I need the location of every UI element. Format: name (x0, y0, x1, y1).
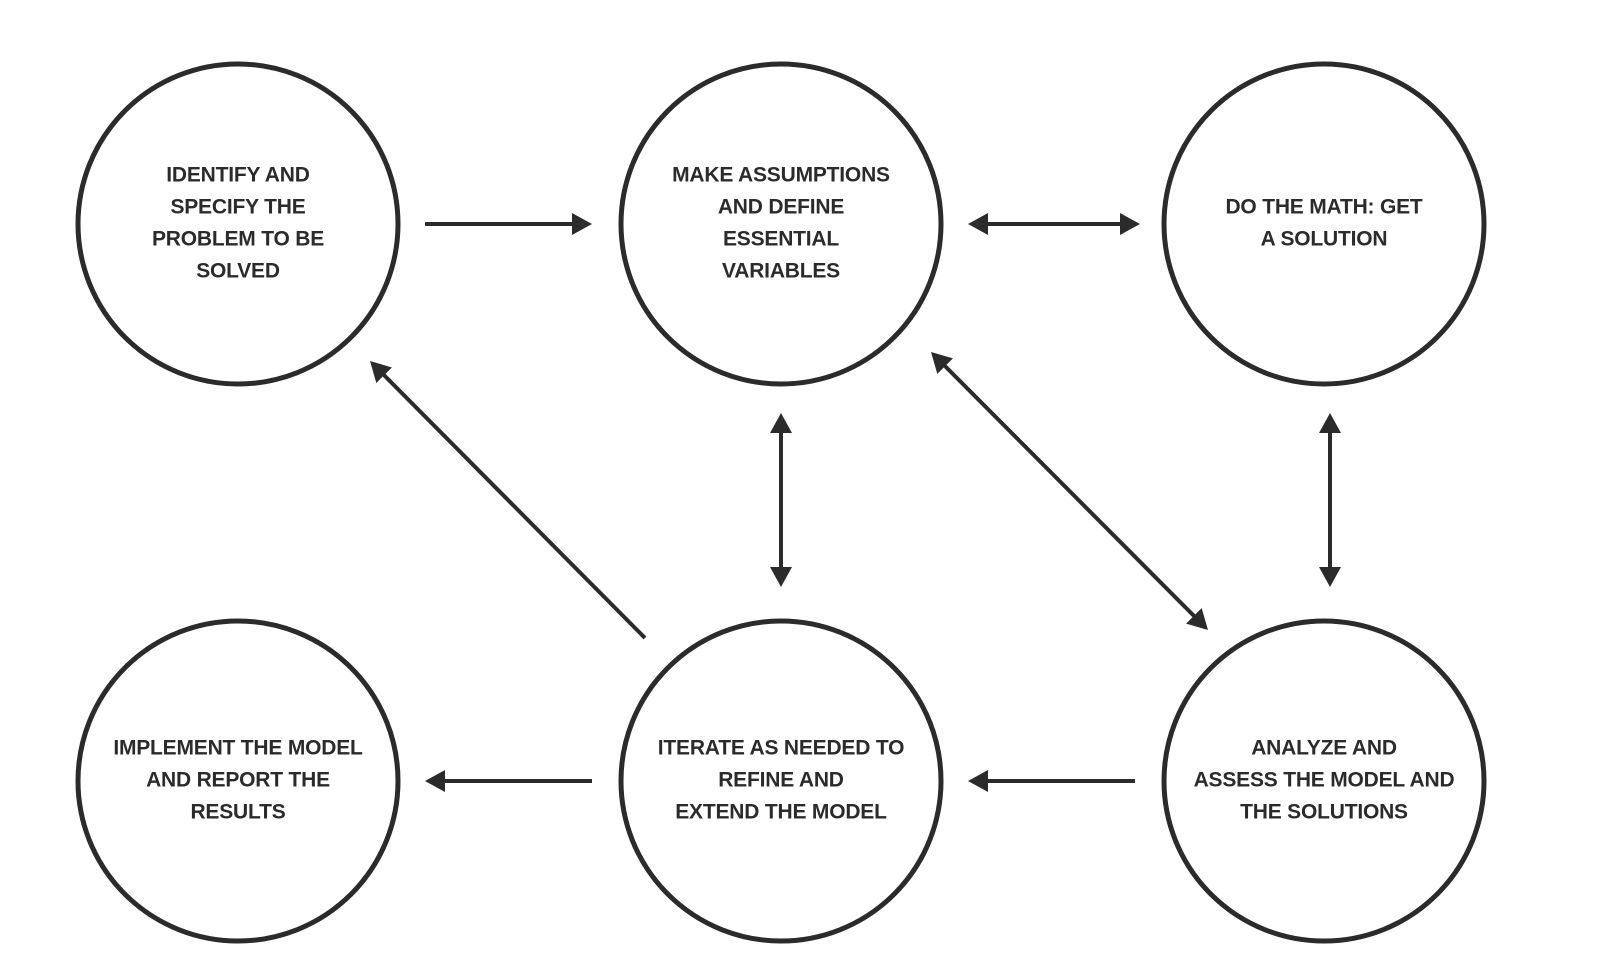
arrowhead-icon (931, 352, 953, 374)
node-label-line: RESULTS (190, 801, 285, 824)
nodes-layer: IDENTIFY AND SPECIFY THE PROBLEM TO BE SOLV… (75, 61, 1487, 944)
arrow-line (381, 372, 647, 640)
node-identify: IDENTIFY AND SPECIFY THE PROBLEM TO BE SOLV… (75, 61, 401, 387)
node-label-line: IMPLEMENT THE MODEL (113, 737, 363, 760)
node-label-line: ASSESS THE MODEL AND (1194, 769, 1455, 792)
arrow-assumptions-to-math (968, 213, 1140, 235)
node-circle (618, 61, 944, 387)
node-label-line: AND REPORT THE (146, 769, 330, 792)
node-label-line: DO THE MATH: GET (1225, 196, 1422, 219)
node-label-line: THE SOLUTIONS (1240, 801, 1408, 824)
node-label-line: IDENTIFY AND (166, 164, 309, 187)
node-circle (1161, 618, 1487, 944)
arrowhead-icon (370, 361, 392, 383)
node-label-line: AND DEFINE (718, 196, 845, 219)
node-label-line: PROBLEM TO BE (152, 228, 324, 251)
node-iterate: ITERATE AS NEEDED TO REFINE AND EXTEND THE… (618, 618, 944, 944)
arrow-iterate-to-implement (425, 770, 592, 792)
arrow-analyze-to-iterate (968, 770, 1135, 792)
node-label-line: EXTEND THE MODEL (675, 801, 887, 824)
node-circle (1161, 61, 1487, 387)
node-analyze: ANALYZE AND ASSESS THE MODEL AND THE SOLUT… (1161, 618, 1487, 944)
arrowhead-icon (968, 213, 988, 235)
arrowhead-icon (1319, 413, 1341, 433)
node-label-line: A SOLUTION (1261, 228, 1388, 251)
node-label-line: ESSENTIAL (723, 228, 839, 251)
arrowhead-icon (770, 413, 792, 433)
node-assumptions: MAKE ASSUMPTIONS AND DEFINE ESSENTIAL VARIA… (618, 61, 944, 387)
arrowhead-icon (770, 567, 792, 587)
arrowhead-icon (968, 770, 988, 792)
arrowhead-icon (425, 770, 445, 792)
node-circle (618, 618, 944, 944)
node-label-line: SPECIFY THE (170, 196, 305, 219)
node-implement: IMPLEMENT THE MODEL AND REPORT THE RESULTS (75, 618, 401, 944)
arrowhead-icon (1120, 213, 1140, 235)
node-label-line: SOLVED (196, 260, 280, 283)
arrow-assumptions-to-analyze (931, 352, 1208, 630)
arrowhead-icon (1186, 608, 1208, 630)
node-label-line: REFINE AND (718, 769, 844, 792)
arrow-math-to-analyze (1319, 413, 1341, 587)
edges-layer (370, 213, 1341, 792)
node-label-line: ANALYZE AND (1251, 737, 1397, 760)
node-label-line: VARIABLES (722, 260, 840, 283)
node-label-line: ITERATE AS NEEDED TO (658, 737, 904, 760)
arrow-identify-to-assumptions (425, 213, 592, 235)
node-label-line: MAKE ASSUMPTIONS (672, 164, 890, 187)
arrowhead-icon (1319, 567, 1341, 587)
node-circle (75, 618, 401, 944)
arrow-iterate-to-identify (370, 361, 647, 640)
node-math: DO THE MATH: GET A SOLUTION (1161, 61, 1487, 387)
node-circle (75, 61, 401, 387)
arrow-line (942, 363, 1197, 619)
arrowhead-icon (572, 213, 592, 235)
arrow-assumptions-to-iterate (770, 413, 792, 587)
